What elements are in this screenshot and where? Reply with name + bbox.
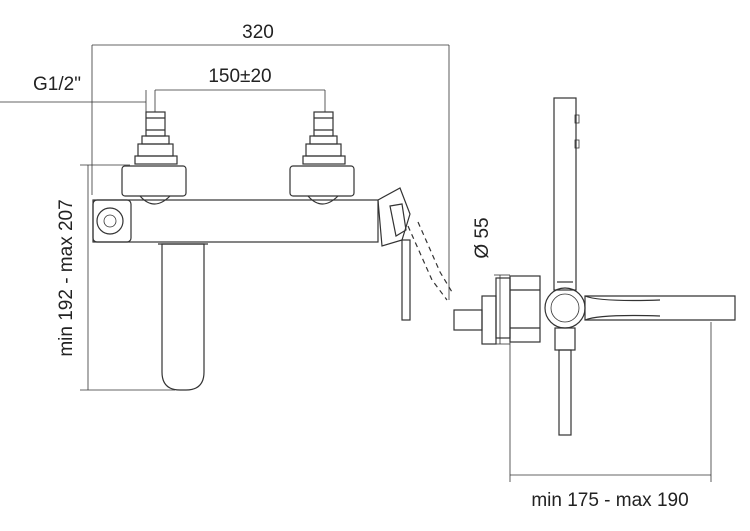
dimension-thread: G1/2" [0, 74, 147, 112]
dimension-diameter: Ø 55 [472, 217, 510, 345]
hand-shower [553, 97, 580, 291]
dimension-height: min 192 - max 207 [56, 164, 175, 391]
spout-side [584, 295, 736, 321]
right-inlet-fitting [289, 111, 355, 205]
mixer-front-view [92, 111, 453, 391]
left-inlet-fitting [121, 111, 187, 205]
spout [158, 243, 208, 391]
dimension-overall-width: 320 [91, 22, 450, 300]
height-label: min 192 - max 207 [56, 199, 77, 356]
diameter-label: Ø 55 [472, 217, 493, 258]
mixer-body [92, 199, 379, 243]
lever-handle [377, 187, 453, 321]
overall-width-label: 320 [242, 22, 274, 43]
projection-label: min 175 - max 190 [531, 490, 688, 511]
dimension-projection: min 175 - max 190 [509, 322, 712, 511]
mixer-side-view: Ø 55 mi [453, 97, 736, 511]
thread-label: G1/2" [33, 74, 81, 95]
inlet-spacing-label: 150±20 [208, 66, 271, 87]
dimension-inlet-spacing: 150±20 [154, 66, 326, 112]
